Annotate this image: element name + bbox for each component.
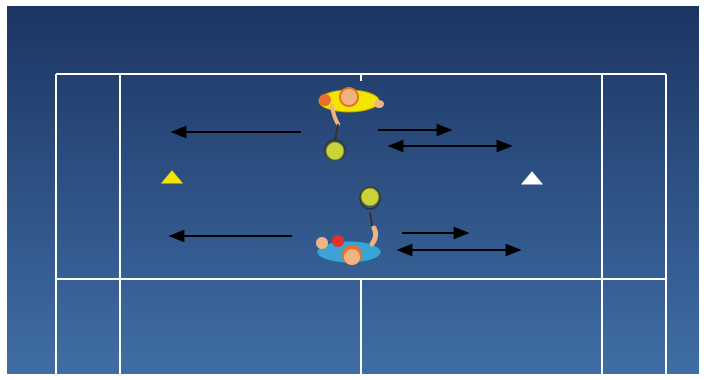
bottom-player-arm (369, 225, 379, 247)
bottom-player-ball (360, 187, 380, 207)
left-cone (160, 170, 184, 184)
right-cone (520, 171, 544, 185)
bottom-player-hand-accent (332, 235, 344, 247)
top-player-face (341, 89, 357, 105)
top-player (318, 87, 384, 161)
court-background (7, 6, 699, 374)
top-player-left-shoulder (319, 94, 331, 106)
top-player-arm (330, 104, 340, 126)
court-lines (55, 73, 667, 378)
bottom-player-face (344, 249, 360, 265)
arrows (168, 123, 522, 257)
bottom-player-racket-handle (369, 211, 373, 227)
bottom-player (316, 186, 382, 265)
bottom-player-left-hand (316, 237, 328, 249)
bottom-player-racket-head (359, 186, 381, 210)
top-player-ball (325, 141, 345, 161)
top-player-right-hand (374, 100, 384, 108)
top-player-racket-handle (334, 123, 339, 141)
